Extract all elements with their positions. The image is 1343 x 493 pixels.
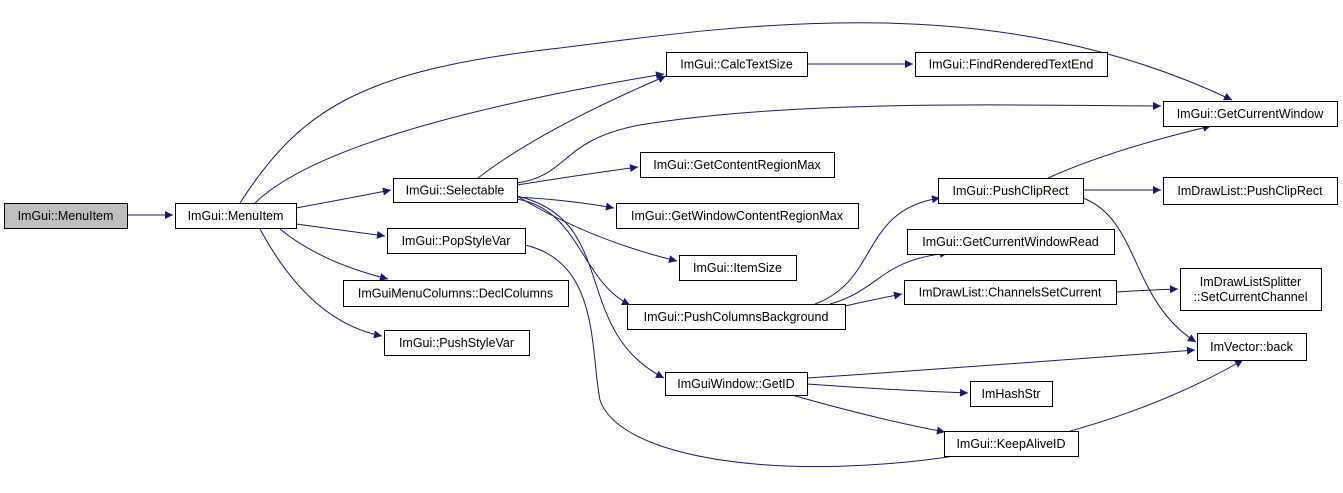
node-box (666, 52, 808, 77)
node-label: ImGui::GetContentRegionMax (653, 158, 821, 172)
edge-getid-to-keepaliveid (791, 394, 946, 435)
edge-selectable-to-calctextsize (477, 75, 667, 179)
node-root[interactable]: ImGui::MenuItem (4, 203, 128, 229)
node-label: ImVector::back (1210, 340, 1293, 354)
node-box (616, 203, 859, 229)
node-label: ImDrawList::ChannelsSetCurrent (919, 286, 1102, 300)
edge-pushcolumnsbackground-to-pushcliprect (814, 195, 941, 305)
node-getwindowcontentregionmax[interactable]: ImGui::GetWindowContentRegionMax (616, 203, 859, 229)
node-declcolumns[interactable]: ImGuiMenuColumns::DeclColumns (343, 280, 569, 307)
node-label: ImGui::PushColumnsBackground (644, 310, 829, 324)
edge-channelssetcurrent-to-setcurrentchannel (1115, 285, 1179, 294)
edge-getid-to-imhashstr (806, 383, 969, 397)
node-label: ImGui::ItemSize (693, 261, 782, 275)
edge-menuitem-to-popstylevar (295, 223, 386, 239)
node-label: ImGui::GetCurrentWindowRead (922, 235, 1099, 249)
node-selectable[interactable]: ImGui::Selectable (393, 178, 518, 203)
node-label: ImGui::KeepAliveID (956, 437, 1065, 451)
node-imhashstr[interactable]: ImHashStr (970, 381, 1053, 407)
node-keepaliveid[interactable]: ImGui::KeepAliveID (944, 431, 1079, 457)
node-box (343, 280, 569, 307)
node-label: ImHashStr (981, 387, 1040, 401)
nodes: ImGui::MenuItem ImGui::MenuItem ImGui::Sel… (4, 52, 1338, 457)
node-label: ImDrawList::PushClipRect (1177, 184, 1323, 198)
edge-menuitem-to-pushstylevar (259, 228, 383, 339)
node-box (387, 228, 526, 254)
node-box (384, 330, 530, 356)
edge-selectable-to-itemsize (516, 195, 678, 264)
node-box (1180, 268, 1322, 311)
edge-pushcolumnsbackground-to-channelssetcurrent (844, 291, 903, 307)
node-box (1197, 333, 1307, 361)
node-label: ::SetCurrentChannel (1194, 290, 1308, 304)
node-pushstylevar[interactable]: ImGui::PushStyleVar (384, 330, 530, 356)
edge-selectable-to-getcurrentwindow (516, 101, 1162, 184)
edge-pushcliprect-to-vectorback (1082, 197, 1197, 343)
node-pushcliprect[interactable]: ImGui::PushClipRect (938, 178, 1084, 204)
node-box (393, 178, 518, 203)
edge-selectable-to-getid (516, 195, 665, 379)
node-getid[interactable]: ImGuiWindow::GetID (665, 372, 808, 396)
node-itemsize[interactable]: ImGui::ItemSize (679, 255, 797, 281)
node-box (904, 280, 1117, 305)
node-box (938, 178, 1084, 204)
node-box (640, 152, 835, 178)
node-box (665, 372, 808, 396)
edge-menuitem-to-calctextsize (254, 71, 665, 204)
node-pushcolumnsbackground[interactable]: ImGui::PushColumnsBackground (627, 304, 846, 330)
node-box (944, 431, 1079, 457)
node-findrendered[interactable]: ImGui::FindRenderedTextEnd (915, 52, 1108, 77)
node-label: ImDrawListSplitter (1200, 275, 1301, 289)
node-label: ImGui::FindRenderedTextEnd (929, 58, 1094, 72)
edge-menuitem-to-selectable (295, 187, 392, 209)
edges (128, 22, 1244, 468)
node-label: ImGui::MenuItem (188, 209, 284, 223)
node-box (679, 255, 797, 281)
edge-pushcliprect-to-getcurrentwindow (1047, 123, 1212, 179)
node-label: ImGui::Selectable (406, 184, 505, 198)
edge-selectable-to-pushcolumnsbackground (516, 198, 631, 306)
node-vectorback[interactable]: ImVector::back (1197, 333, 1307, 361)
node-label: ImGui::PushClipRect (952, 184, 1069, 198)
node-getcontentregionmax[interactable]: ImGui::GetContentRegionMax (640, 152, 835, 178)
node-label: ImGui::GetWindowContentRegionMax (631, 209, 844, 223)
edge-selectable-to-getwindowcontentregionmax (516, 196, 615, 211)
edge-popstylevar-to-vectorback (524, 244, 1244, 468)
node-label: ImGuiMenuColumns::DeclColumns (358, 287, 553, 301)
edge-pushcolumnsbackground-to-getcurrentwindowread (829, 249, 949, 305)
edge-menuitem-to-getcurrentwindow (239, 22, 1233, 204)
node-popstylevar[interactable]: ImGui::PopStyleVar (387, 228, 526, 254)
node-box (627, 304, 846, 330)
node-box (915, 52, 1108, 77)
node-label: ImGui::CalcTextSize (680, 58, 793, 72)
node-box (907, 229, 1115, 255)
node-menuitem[interactable]: ImGui::MenuItem (175, 203, 297, 229)
node-getcurrentwindow[interactable]: ImGui::GetCurrentWindow (1163, 101, 1338, 127)
node-label: ImGuiWindow::GetID (677, 377, 794, 391)
edge-getid-to-vectorback (806, 346, 1196, 379)
node-box (1163, 177, 1338, 205)
node-calctextsize[interactable]: ImGui::CalcTextSize (666, 52, 808, 77)
node-setcurrentchannel[interactable]: ImDrawListSplitter::SetCurrentChannel (1180, 268, 1322, 311)
node-label: ImGui::PopStyleVar (402, 234, 511, 248)
node-box (4, 203, 128, 229)
node-label: ImGui::MenuItem (18, 209, 114, 223)
node-getcurrentwindowread[interactable]: ImGui::GetCurrentWindowRead (907, 229, 1115, 255)
edge-selectable-to-getcontentregionmax (516, 164, 639, 186)
edge-menuitem-to-declcolumns (279, 228, 389, 281)
node-box (175, 203, 297, 229)
node-box (1163, 101, 1338, 127)
node-channelssetcurrent[interactable]: ImDrawList::ChannelsSetCurrent (904, 280, 1117, 305)
node-label: ImGui::PushStyleVar (399, 336, 514, 350)
node-drawlistpushcliprect[interactable]: ImDrawList::PushClipRect (1163, 177, 1338, 205)
node-box (970, 381, 1053, 407)
node-label: ImGui::GetCurrentWindow (1177, 107, 1325, 121)
